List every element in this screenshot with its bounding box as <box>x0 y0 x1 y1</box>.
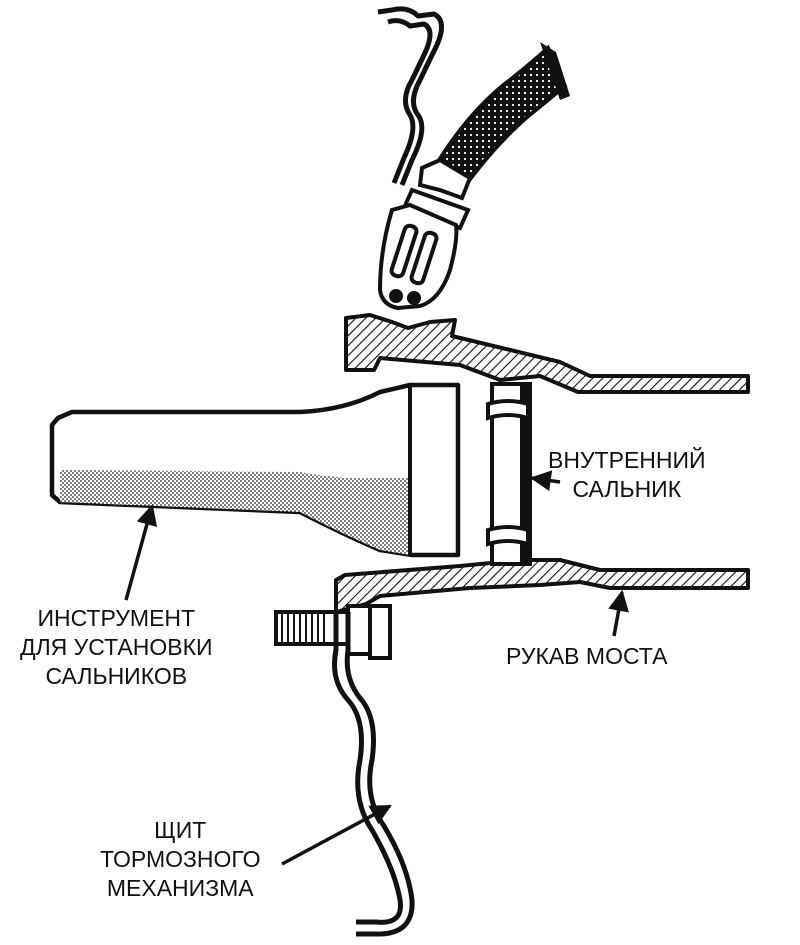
braided-hose <box>433 42 570 194</box>
brake-shield <box>332 612 415 937</box>
inner-seal-label: ВНУТРЕННИЙ САЛЬНИК <box>548 447 706 502</box>
seal-installation-tool <box>49 382 461 558</box>
arrow-brake-shield <box>281 804 392 866</box>
arrow-inner-seal <box>529 470 561 492</box>
axle-tube-label: РУКАВ МОСТА <box>506 643 668 669</box>
inner-seal <box>486 382 532 566</box>
brake-shield-label: ЩИТ ТОРМОЗНОГО МЕХАНИЗМА <box>100 817 261 901</box>
hose-fitting <box>377 157 473 311</box>
seal-tool-label: ИНСТРУМЕНТ ДЛЯ УСТАНОВКИ САЛЬНИКОВ <box>20 605 213 689</box>
brake-line <box>377 6 444 186</box>
axle-tube-lower-wall <box>334 558 750 614</box>
arrow-axle-tube <box>608 589 629 637</box>
axle-tube-upper-wall <box>344 313 750 394</box>
arrow-seal-tool <box>124 503 158 601</box>
bolt <box>274 604 392 660</box>
leader-arrows <box>124 470 629 866</box>
